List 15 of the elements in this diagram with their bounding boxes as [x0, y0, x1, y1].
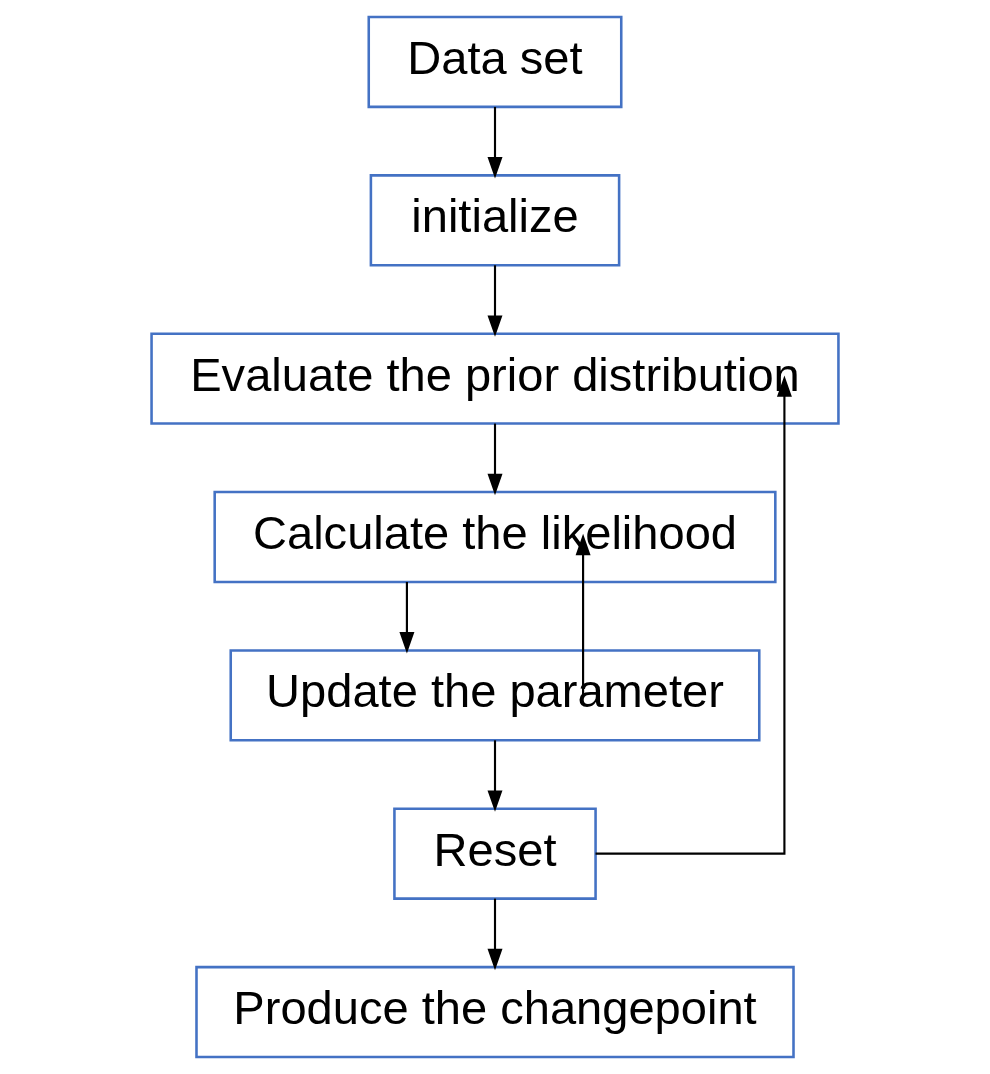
arrow — [487, 898, 503, 971]
arrow — [487, 740, 503, 812]
node-box: Produce the changepoint — [195, 965, 795, 1059]
node-box: Update the parameter — [229, 649, 761, 742]
arrow — [487, 106, 503, 179]
node-box: Reset — [393, 807, 597, 900]
arrow — [399, 581, 415, 654]
arrow — [487, 265, 503, 337]
node-box: Data set — [367, 15, 623, 109]
node-box: Calculate the likelihood — [213, 490, 777, 584]
arrow — [487, 423, 503, 496]
node-box: initialize — [369, 174, 621, 267]
node-box: Evaluate the prior distribution — [150, 332, 840, 425]
arrow — [595, 375, 792, 855]
arrow — [575, 533, 591, 696]
